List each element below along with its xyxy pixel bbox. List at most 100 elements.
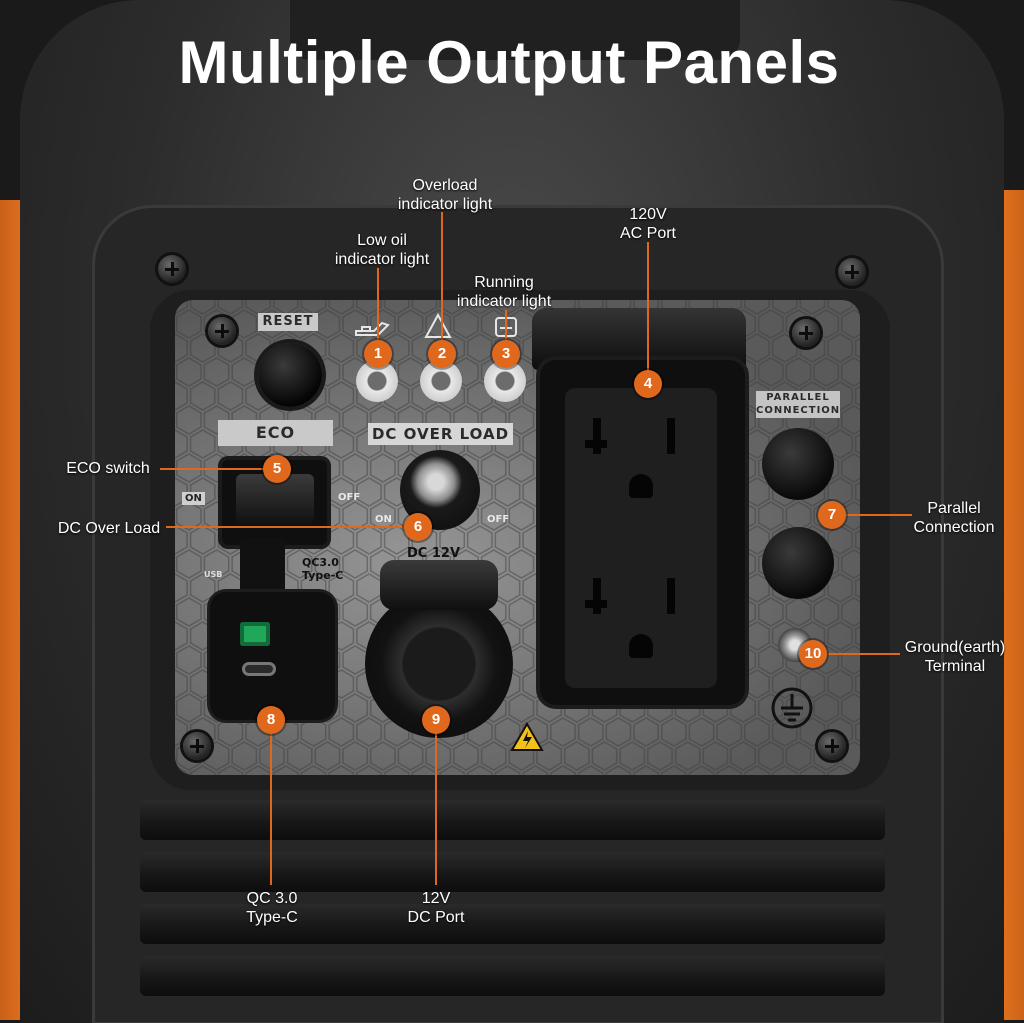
parallel-port-cap[interactable]: [762, 428, 834, 500]
parallel-port-cap[interactable]: [762, 527, 834, 599]
hex-cell: [799, 765, 826, 775]
hex-cell: [647, 741, 673, 771]
callout-eco-switch: ECO switch: [66, 460, 150, 477]
badge-5: 5: [263, 455, 291, 483]
callout-parallel-line-2: Connection: [913, 519, 995, 536]
callout-ground: Ground(earth) Terminal: [896, 638, 1014, 676]
hex-cell: [425, 741, 452, 771]
callout-ground-line-1: Ground(earth): [904, 639, 1006, 656]
hex-cell: [757, 357, 784, 387]
hex-cell: [854, 673, 860, 695]
hex-cell: [272, 765, 299, 775]
hex-cell: [757, 645, 784, 675]
eco-label: ECO: [218, 420, 333, 446]
hex-cell: [730, 741, 756, 771]
hex-cell: [342, 549, 369, 579]
hex-cell: [605, 717, 632, 747]
hex-cell: [536, 741, 562, 771]
hex-cell: [577, 300, 604, 315]
qc-label-line-1: QC3.0: [302, 556, 339, 569]
hex-cell: [841, 405, 860, 435]
callout-running-line-1: Running: [474, 274, 534, 291]
hex-cell: [716, 300, 743, 315]
page-title: Multiple Output Panels: [178, 29, 840, 96]
warning-triangle-icon: [424, 312, 452, 338]
hex-cell: [660, 717, 687, 747]
hex-cell: [771, 300, 798, 315]
reset-label: RESET: [258, 313, 318, 331]
hex-cell: [854, 300, 860, 311]
hex-cell: [771, 765, 798, 775]
hex-cell: [369, 453, 396, 483]
callout-low-oil-line-1: Low oil: [357, 232, 407, 249]
callout-running: Running indicator light: [440, 273, 568, 311]
callout-overload-line-1: Overload: [412, 177, 478, 194]
outlet-ground-hole: [629, 634, 653, 658]
hex-cell: [342, 597, 369, 627]
hex-cell: [508, 501, 535, 531]
dc-socket-cap[interactable]: [380, 560, 498, 610]
hex-cell: [439, 300, 466, 315]
eco-off-label: OFF: [338, 492, 361, 503]
hex-cell: [231, 357, 258, 387]
hex-cell: [356, 477, 382, 507]
hex-cell: [702, 741, 729, 771]
hex-cell: [744, 300, 770, 315]
ac-outlet-cover[interactable]: [532, 308, 746, 370]
outlet-ground-hole: [629, 474, 653, 498]
qc3-usb-a-port[interactable]: [240, 622, 270, 646]
hex-cell: [633, 717, 659, 747]
reset-button[interactable]: [258, 343, 322, 407]
badge-3: 3: [492, 340, 520, 368]
hex-cell: [841, 453, 860, 483]
hex-cell: [328, 429, 355, 459]
dc-on-label: ON: [375, 514, 392, 525]
hex-cell: [619, 741, 646, 771]
hex-cell: [508, 453, 535, 483]
usb-port-block: [210, 592, 335, 720]
hex-cell: [411, 765, 438, 775]
hex-cell: [328, 333, 355, 363]
hex-cell: [203, 549, 230, 579]
callout-ac-port-line-2: AC Port: [619, 225, 676, 242]
hex-cell: [522, 300, 549, 315]
callout-ground-line-2: Terminal: [924, 658, 986, 675]
screw-icon: [838, 258, 866, 286]
badge-9: 9: [422, 706, 450, 734]
callout-qc: QC 3.0 Type-C: [226, 889, 318, 927]
hex-cell: [272, 300, 299, 315]
hex-cell: [744, 765, 770, 775]
hex-cell: [189, 300, 216, 315]
dc-port-label: DC 12V: [407, 546, 461, 561]
hex-cell: [854, 721, 860, 743]
hex-cell: [466, 381, 493, 411]
ac-outlet-120v[interactable]: [565, 388, 717, 688]
hex-cell: [369, 501, 396, 531]
hex-cell: [175, 333, 188, 363]
hex-cell: [217, 381, 244, 411]
hex-cell: [785, 357, 812, 387]
hex-cell: [175, 549, 202, 579]
hex-cell: [175, 381, 188, 411]
hex-cell: [688, 717, 715, 747]
hex-cell: [827, 621, 853, 651]
hex-cell: [286, 309, 313, 339]
callout-overload-line-2: indicator light: [397, 196, 493, 213]
hex-cell: [189, 429, 216, 459]
screw-icon: [183, 732, 211, 760]
hex-cell: [494, 765, 521, 775]
hex-cell: [841, 645, 860, 675]
badge-6: 6: [404, 513, 432, 541]
hex-cell: [300, 300, 327, 315]
callout-low-oil-line-2: indicator light: [334, 251, 430, 268]
hex-cell: [175, 645, 202, 675]
hex-cell: [397, 309, 424, 339]
hex-cell: [550, 300, 576, 315]
hex-cell: [633, 300, 659, 315]
hex-cell: [841, 597, 860, 627]
hex-cell: [286, 549, 313, 579]
hex-cell: [175, 300, 188, 315]
usb-type-c-port[interactable]: [242, 662, 276, 676]
hex-cell: [175, 669, 188, 699]
hex-cell: [356, 765, 382, 775]
